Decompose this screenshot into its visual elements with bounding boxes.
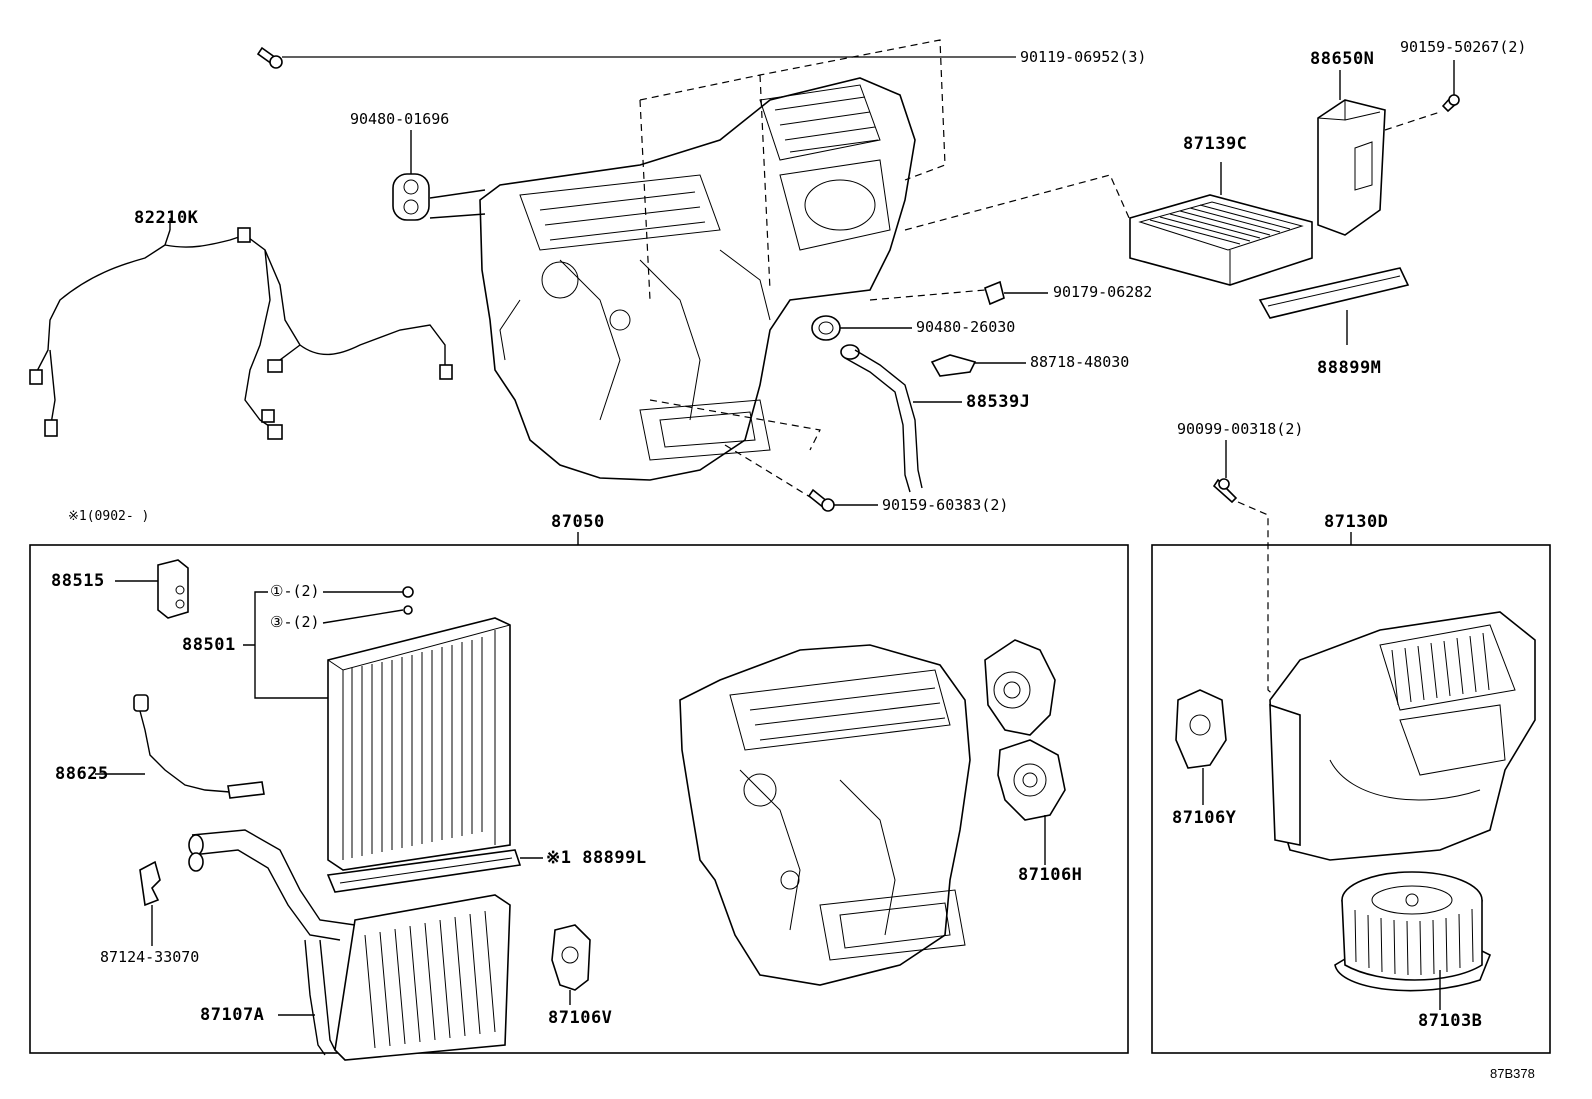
label-88539J: 88539J [966,392,1031,412]
dashed-outline-bottom [649,399,821,501]
label-90480-26030: 90480-26030 [916,318,1016,336]
label-note-1: ※1(0902- ) [68,509,150,524]
actuator-87106V [551,924,591,1005]
label-88515: 88515 [51,571,105,591]
label-87106V: 87106V [548,1008,613,1028]
label-90159-60383: 90159-60383(2) [882,496,1009,514]
heater-core-87107A [188,829,511,1061]
main-unit-top [479,77,916,481]
clip-90179 [869,280,1048,306]
label-90179-06282: 90179-06282 [1053,283,1153,301]
thermistor-88625 [95,694,265,799]
label-87124-33070: 87124-33070 [100,948,200,966]
label-87130D: 87130D [1324,512,1389,532]
leader-88501 [243,586,414,699]
blower-case-87130D [1269,611,1536,861]
label-87139C: 87139C [1183,134,1248,154]
label-90119-06952: 90119-06952(3) [1020,48,1147,66]
grommet-90480-01696 [392,130,430,221]
filter-87139C [904,162,1313,286]
label-88718-48030: 88718-48030 [1030,353,1130,371]
label-88899M: 88899M [1317,358,1382,378]
label-87106H: 87106H [1018,865,1083,885]
drain-hose-88539J [840,344,962,493]
screw-90119 [256,46,1016,69]
label-87107A: 87107A [200,1005,265,1025]
valve-88515 [115,559,189,619]
wire-harness-82210K [29,227,453,440]
label-87050: 87050 [551,512,605,532]
label-88899L: ※1 88899L [546,848,647,868]
screw-90099 [1212,440,1291,711]
grommet-90480-26030 [811,315,912,341]
label-drawing-ref: 87B378 [1490,1066,1535,1081]
actuator-87106H [984,639,1066,865]
label-sub-3: ③-(2) [270,613,320,631]
clamp-87124 [139,860,161,946]
main-unit-box [679,644,971,986]
label-82210K: 82210K [134,208,199,228]
dashed-outline-top [639,39,946,301]
blower-motor-87103B [1334,871,1492,1010]
sensor-88718 [930,354,1026,377]
label-88650N: 88650N [1310,49,1375,69]
label-90480-01696: 90480-01696 [350,110,450,128]
label-90099-00318: 90099-00318(2) [1177,420,1304,438]
label-88625: 88625 [55,764,109,784]
pipe-stubs [429,189,486,219]
label-88501: 88501 [182,635,236,655]
screw-90159-50267 [1384,60,1460,131]
module-88650N [1317,70,1386,236]
assembly-87050-box [29,544,1129,1054]
label-sub-1: ①-(2) [270,582,320,600]
bracket-88899M [1258,267,1410,345]
seal-88899L [326,849,543,893]
label-87103B: 87103B [1418,1011,1483,1031]
screw-90159-60383 [807,488,878,512]
label-87106Y: 87106Y [1172,808,1237,828]
evaporator-88501 [327,617,511,871]
label-90159-50267: 90159-50267(2) [1400,38,1527,56]
actuator-87106Y [1175,689,1227,805]
